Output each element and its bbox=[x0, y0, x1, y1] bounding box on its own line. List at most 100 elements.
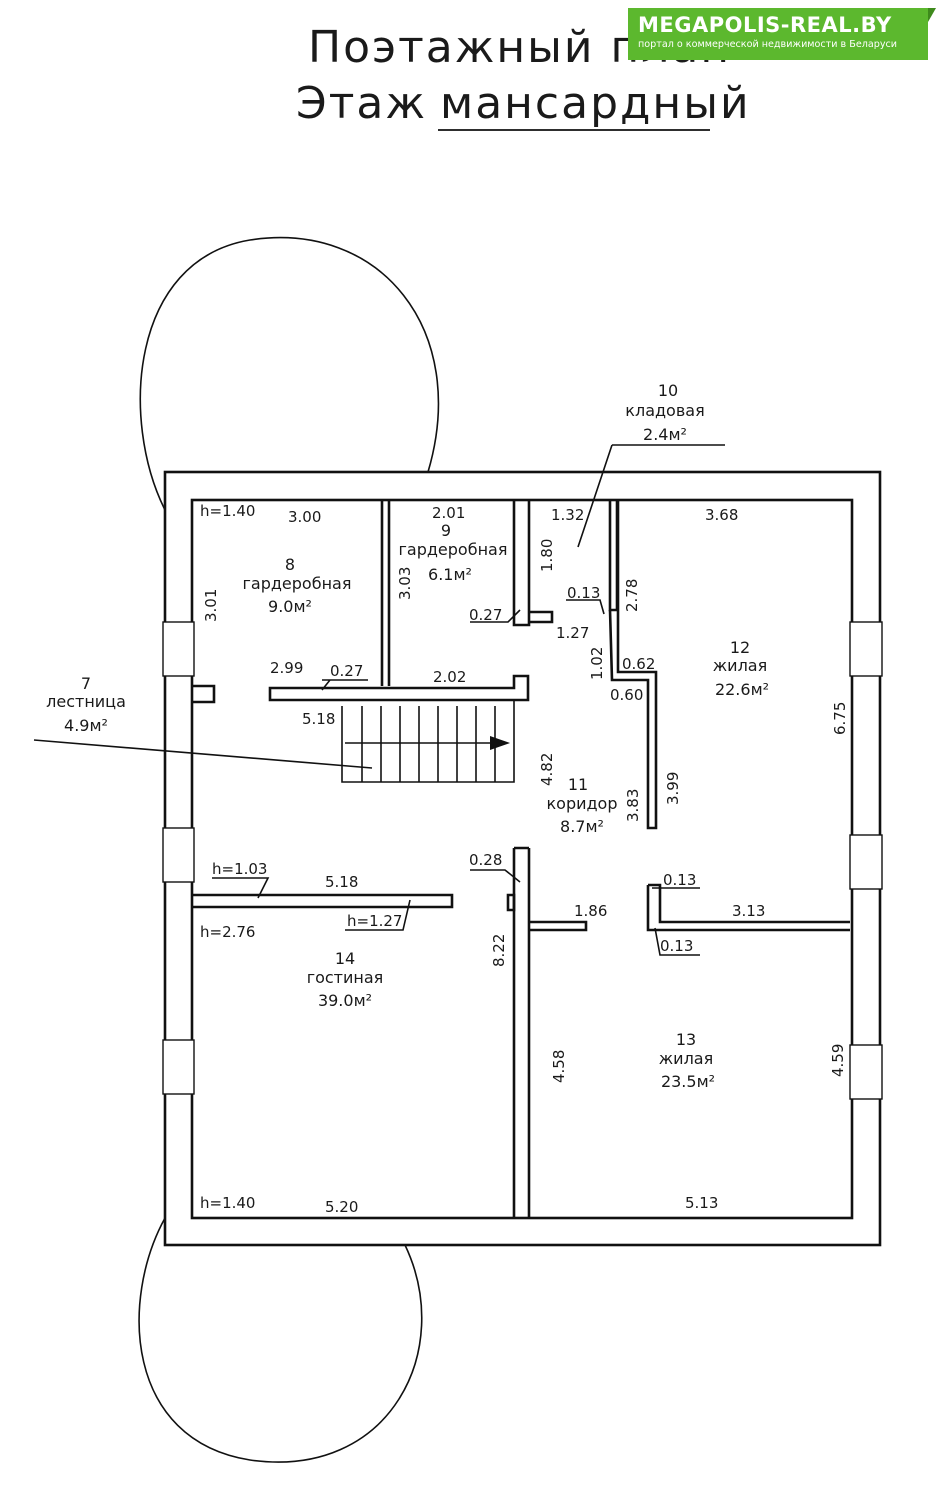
window-right-3 bbox=[849, 1044, 883, 1100]
room-14-label: 14 гостиная 39.0м² bbox=[307, 949, 384, 1010]
svg-text:5.20: 5.20 bbox=[325, 1198, 358, 1216]
svg-text:2.78: 2.78 bbox=[623, 579, 641, 612]
svg-text:5.13: 5.13 bbox=[685, 1194, 718, 1212]
svg-text:0.62: 0.62 bbox=[622, 655, 655, 673]
svg-text:14: 14 bbox=[335, 949, 355, 968]
room-9-label: 9 гардеробная 6.1м² bbox=[399, 521, 508, 584]
svg-text:1.27: 1.27 bbox=[556, 624, 589, 642]
svg-text:4.59: 4.59 bbox=[829, 1044, 847, 1077]
leader-storage bbox=[577, 444, 725, 548]
wall-1-86 bbox=[529, 920, 588, 932]
svg-text:гостиная: гостиная bbox=[307, 968, 384, 987]
svg-text:2.4м²: 2.4м² bbox=[643, 425, 687, 444]
brand-tagline: портал о коммерческой недвижимости в Бел… bbox=[638, 39, 898, 50]
svg-text:3.99: 3.99 bbox=[664, 772, 682, 805]
window-left-1 bbox=[162, 621, 195, 677]
svg-text:3.13: 3.13 bbox=[732, 902, 765, 920]
leader-027b bbox=[321, 679, 368, 691]
window-left-2 bbox=[162, 827, 195, 883]
room-8-label: 8 гардеробная 9.0м² bbox=[243, 555, 352, 616]
svg-text:10: 10 bbox=[658, 381, 678, 400]
svg-text:5.18: 5.18 bbox=[325, 873, 358, 891]
stair-arrow-icon bbox=[490, 736, 510, 750]
svg-text:1.80: 1.80 bbox=[538, 539, 556, 572]
leader-013 bbox=[566, 599, 605, 615]
wall-8-9 bbox=[380, 500, 391, 686]
svg-text:0.27: 0.27 bbox=[330, 662, 363, 680]
svg-text:0.13: 0.13 bbox=[567, 584, 600, 602]
vertical-dimension-labels: 3.01 3.03 1.80 2.78 1.02 6.75 4.82 3.99 … bbox=[202, 539, 849, 1083]
leader-stairs bbox=[33, 739, 373, 769]
svg-text:1.86: 1.86 bbox=[574, 902, 607, 920]
top-balcony-arc bbox=[139, 236, 440, 511]
room-10-label: 10 кладовая 2.4м² bbox=[625, 381, 704, 444]
window-right-1 bbox=[849, 621, 883, 677]
svg-text:9.0м²: 9.0м² bbox=[268, 597, 312, 616]
svg-text:h=2.76: h=2.76 bbox=[200, 923, 255, 941]
wall-12-corridor bbox=[608, 500, 658, 830]
svg-text:h=1.27: h=1.27 bbox=[347, 912, 402, 930]
svg-text:3.01: 3.01 bbox=[202, 589, 220, 622]
dimension-labels: h=1.40 3.00 2.01 1.32 3.68 0.13 0.27 1.2… bbox=[200, 502, 765, 1216]
svg-text:13: 13 bbox=[676, 1030, 696, 1049]
svg-text:5.18: 5.18 bbox=[302, 710, 335, 728]
leader-h127 bbox=[345, 899, 411, 931]
svg-text:жилая: жилая bbox=[659, 1049, 713, 1068]
svg-text:2.02: 2.02 bbox=[433, 668, 466, 686]
svg-text:4.9м²: 4.9м² bbox=[64, 716, 108, 735]
svg-text:11: 11 bbox=[568, 775, 588, 794]
svg-text:7: 7 bbox=[81, 674, 91, 693]
svg-text:кладовая: кладовая bbox=[625, 401, 704, 420]
svg-text:h=1.03: h=1.03 bbox=[212, 860, 267, 878]
bottom-balcony-arc bbox=[138, 1217, 423, 1463]
brand-name: MEGAPOLIS-REAL.BY bbox=[638, 13, 892, 37]
svg-text:3.83: 3.83 bbox=[624, 789, 642, 822]
room-13-label: 13 жилая 23.5м² bbox=[659, 1030, 715, 1091]
svg-text:8: 8 bbox=[285, 555, 295, 574]
svg-text:жилая: жилая bbox=[713, 656, 767, 675]
floor-name: мансардный bbox=[440, 78, 751, 129]
svg-text:9: 9 bbox=[441, 521, 451, 540]
svg-text:2.99: 2.99 bbox=[270, 659, 303, 677]
svg-text:3.68: 3.68 bbox=[705, 506, 738, 524]
floor-label: Этаж bbox=[296, 78, 427, 129]
svg-text:12: 12 bbox=[730, 638, 750, 657]
svg-text:39.0м²: 39.0м² bbox=[318, 991, 372, 1010]
svg-text:4.58: 4.58 bbox=[550, 1050, 568, 1083]
brand-banner[interactable]: MEGAPOLIS-REAL.BY портал о коммерческой … bbox=[628, 8, 936, 60]
banner-corner-icon bbox=[928, 8, 936, 22]
svg-text:3.03: 3.03 bbox=[396, 567, 414, 600]
wall-12-13 bbox=[646, 883, 850, 932]
wall-14-ledge bbox=[192, 893, 454, 909]
wall-10-12 bbox=[608, 500, 619, 612]
wall-13-14 bbox=[512, 846, 531, 1218]
svg-text:6.75: 6.75 bbox=[831, 702, 849, 735]
svg-text:8.22: 8.22 bbox=[490, 934, 508, 967]
svg-text:0.28: 0.28 bbox=[469, 851, 502, 869]
svg-text:22.6м²: 22.6м² bbox=[715, 680, 769, 699]
wall-above-stairs bbox=[268, 674, 530, 702]
leader-027 bbox=[470, 609, 521, 623]
leader-h103 bbox=[212, 877, 270, 899]
svg-text:h=1.40: h=1.40 bbox=[200, 502, 255, 520]
svg-text:3.00: 3.00 bbox=[288, 508, 321, 526]
room-7-label: 7 лестница 4.9м² bbox=[46, 674, 126, 735]
svg-text:0.27: 0.27 bbox=[469, 606, 502, 624]
room-11-label: 11 коридор 8.7м² bbox=[546, 775, 617, 836]
svg-text:лестница: лестница bbox=[46, 692, 126, 711]
wall-9-12 bbox=[512, 500, 531, 627]
svg-text:0.13: 0.13 bbox=[660, 937, 693, 955]
svg-text:h=1.40: h=1.40 bbox=[200, 1194, 255, 1212]
svg-text:0.60: 0.60 bbox=[610, 686, 643, 704]
staircase bbox=[341, 700, 515, 783]
svg-text:6.1м²: 6.1м² bbox=[428, 565, 472, 584]
svg-text:8.7м²: 8.7м² bbox=[560, 817, 604, 836]
svg-text:1.32: 1.32 bbox=[551, 506, 584, 524]
svg-text:гардеробная: гардеробная bbox=[243, 574, 352, 593]
leader-028 bbox=[470, 869, 521, 883]
svg-text:4.82: 4.82 bbox=[538, 753, 556, 786]
wall-nub bbox=[192, 684, 216, 704]
wall-stub bbox=[529, 610, 554, 624]
svg-text:коридор: коридор bbox=[546, 794, 617, 813]
svg-text:23.5м²: 23.5м² bbox=[661, 1072, 715, 1091]
